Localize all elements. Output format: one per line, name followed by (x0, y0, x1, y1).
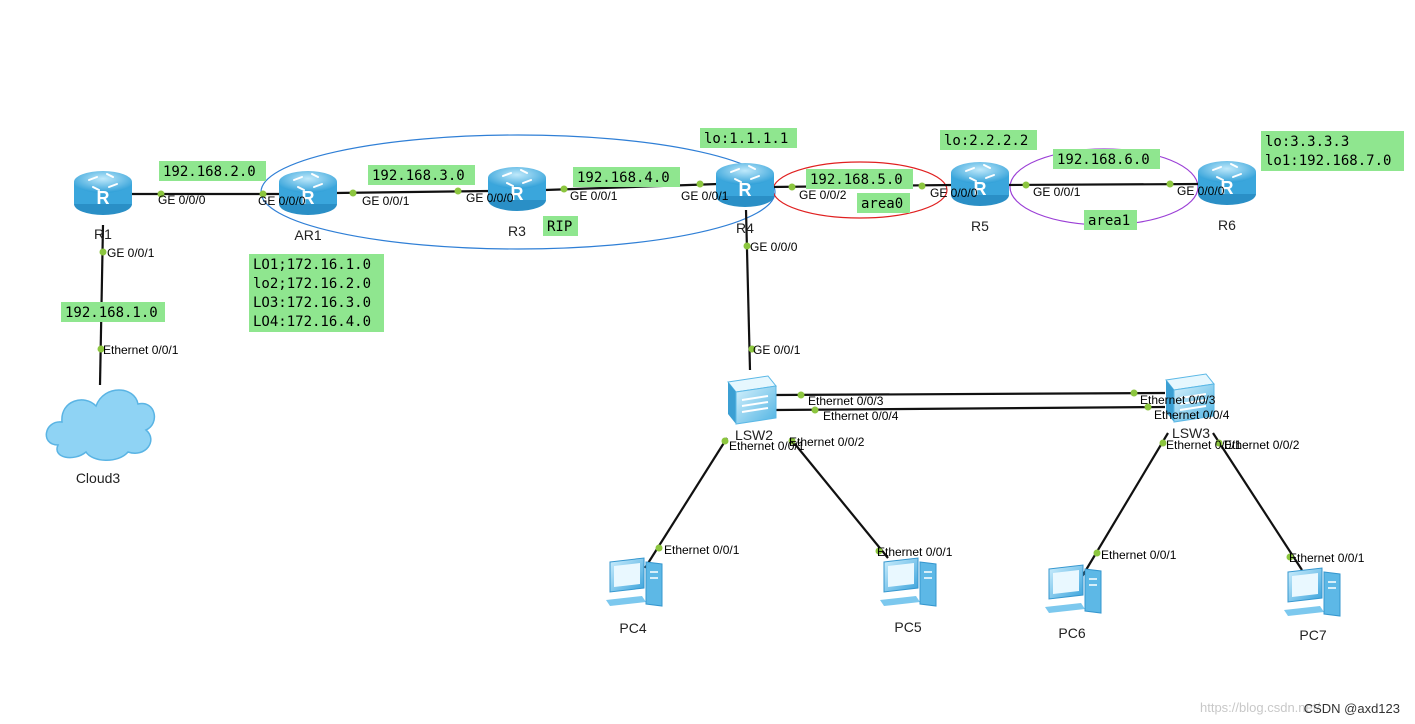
pc6-icon[interactable] (1044, 564, 1102, 614)
label-r1: R1 (94, 226, 112, 242)
link-lsw2-lsw3-a (774, 391, 1166, 397)
label-r5: R5 (971, 218, 989, 234)
tag-r4-lo: lo:1.1.1.1 (704, 131, 788, 147)
port-pc4-eth: Ethernet 0/0/1 (664, 543, 740, 557)
annotation-tags: 192.168.1.0 192.168.2.0 192.168.3.0 192.… (61, 128, 1404, 332)
tag-net-6: 192.168.6.0 (1057, 152, 1150, 168)
label-pc4: PC4 (619, 620, 646, 636)
tag-ar1-lo-4: LO4:172.16.4.0 (253, 314, 371, 330)
label-pc7: PC7 (1299, 627, 1326, 643)
port-lsw3-eth004: Ethernet 0/0/4 (1154, 408, 1230, 422)
tag-ar1-lo-2: lo2;172.16.2.0 (253, 276, 371, 292)
port-lsw2-eth002: Ethernet 0/0/2 (789, 435, 865, 449)
tag-ar1-lo-1: LO1;172.16.1.0 (253, 257, 371, 273)
port-r6-ge000: GE 0/0/0 (1177, 184, 1225, 198)
label-lsw3: LSW3 (1172, 425, 1210, 441)
label-cloud3: Cloud3 (76, 470, 121, 486)
tag-r6-lo-1: lo:3.3.3.3 (1265, 134, 1349, 150)
label-r3: R3 (508, 223, 526, 239)
port-r1-ge001: GE 0/0/1 (107, 246, 155, 260)
port-ar1-ge000: GE 0/0/0 (258, 194, 306, 208)
tag-area1: area1 (1088, 213, 1130, 229)
watermark-author: CSDN @axd123 (1304, 701, 1400, 716)
tag-net-1: 192.168.1.0 (65, 305, 158, 321)
port-cloud-eth001: Ethernet 0/0/1 (103, 343, 179, 357)
pc7-icon[interactable] (1283, 567, 1341, 617)
link-ar1-r3 (334, 189, 491, 195)
label-lsw2: LSW2 (735, 427, 773, 443)
port-lsw2-ge001: GE 0/0/1 (753, 343, 801, 357)
router-r6-icon[interactable] (1197, 160, 1257, 206)
port-labels: GE 0/0/0 GE 0/0/1 Ethernet 0/0/1 GE 0/0/… (103, 184, 1365, 565)
port-lsw3-eth003: Ethernet 0/0/3 (1140, 393, 1216, 407)
port-lsw2-eth004: Ethernet 0/0/4 (823, 409, 899, 423)
port-pc7-eth: Ethernet 0/0/1 (1289, 551, 1365, 565)
port-r4-ge002: GE 0/0/2 (799, 188, 847, 202)
label-pc5: PC5 (894, 619, 921, 635)
cloud3-icon[interactable] (45, 389, 156, 461)
switch-lsw2-icon[interactable] (727, 375, 777, 425)
port-r5-ge001: GE 0/0/1 (1033, 185, 1081, 199)
port-r3-ge000: GE 0/0/0 (466, 191, 514, 205)
link-lsw2-pc5 (789, 437, 889, 559)
pc5-icon[interactable] (879, 557, 937, 607)
port-ar1-ge001: GE 0/0/1 (362, 194, 410, 208)
tag-r5-lo: lo:2.2.2.2 (944, 133, 1028, 149)
port-lsw3-eth002: Ethernet 0/0/2 (1224, 438, 1300, 452)
pc4-icon[interactable] (605, 557, 663, 607)
port-pc6-eth: Ethernet 0/0/1 (1101, 548, 1177, 562)
port-r4-ge000: GE 0/0/0 (750, 240, 798, 254)
port-dots (97, 180, 1294, 561)
port-r1-ge000: GE 0/0/0 (158, 193, 206, 207)
label-pc6: PC6 (1058, 625, 1085, 641)
label-r4: R4 (736, 220, 754, 236)
watermark: https://blog.csdn.net/ CSDN @axd123 (1200, 700, 1400, 716)
port-r3-ge001: GE 0/0/1 (570, 189, 618, 203)
tag-rip: RIP (547, 219, 572, 235)
tag-r6-lo-2: lo1:192.168.7.0 (1265, 153, 1391, 169)
label-r6: R6 (1218, 217, 1236, 233)
links (98, 182, 1303, 581)
tag-net-2: 192.168.2.0 (163, 164, 256, 180)
port-lsw2-eth003: Ethernet 0/0/3 (808, 394, 884, 408)
tag-area0: area0 (861, 196, 903, 212)
watermark-url: https://blog.csdn.net/ (1200, 700, 1320, 715)
tag-net-4: 192.168.4.0 (577, 170, 670, 186)
tag-net-3: 192.168.3.0 (372, 168, 465, 184)
port-pc5-eth: Ethernet 0/0/1 (877, 545, 953, 559)
tag-net-5: 192.168.5.0 (810, 172, 903, 188)
port-r5-ge000: GE 0/0/0 (930, 186, 978, 200)
port-r4-ge001: GE 0/0/1 (681, 189, 729, 203)
device-labels: R1 AR1 R3 R4 R5 R6 Cloud3 LSW2 LSW3 PC4 … (76, 217, 1327, 643)
port-lsw3-eth001: Ethernet 0/0/1 (1166, 438, 1242, 452)
router-r1-icon[interactable] (73, 170, 133, 216)
link-r4-lsw2 (744, 209, 752, 371)
port-lsw2-eth001: Ethernet 0/0/1 (729, 439, 805, 453)
label-ar1: AR1 (294, 227, 321, 243)
tag-ar1-lo-3: LO3:172.16.3.0 (253, 295, 371, 311)
link-lsw2-lsw3-b (774, 405, 1166, 412)
router-ar1-icon[interactable] (278, 170, 338, 216)
link-lsw3-pc7 (1212, 432, 1303, 571)
